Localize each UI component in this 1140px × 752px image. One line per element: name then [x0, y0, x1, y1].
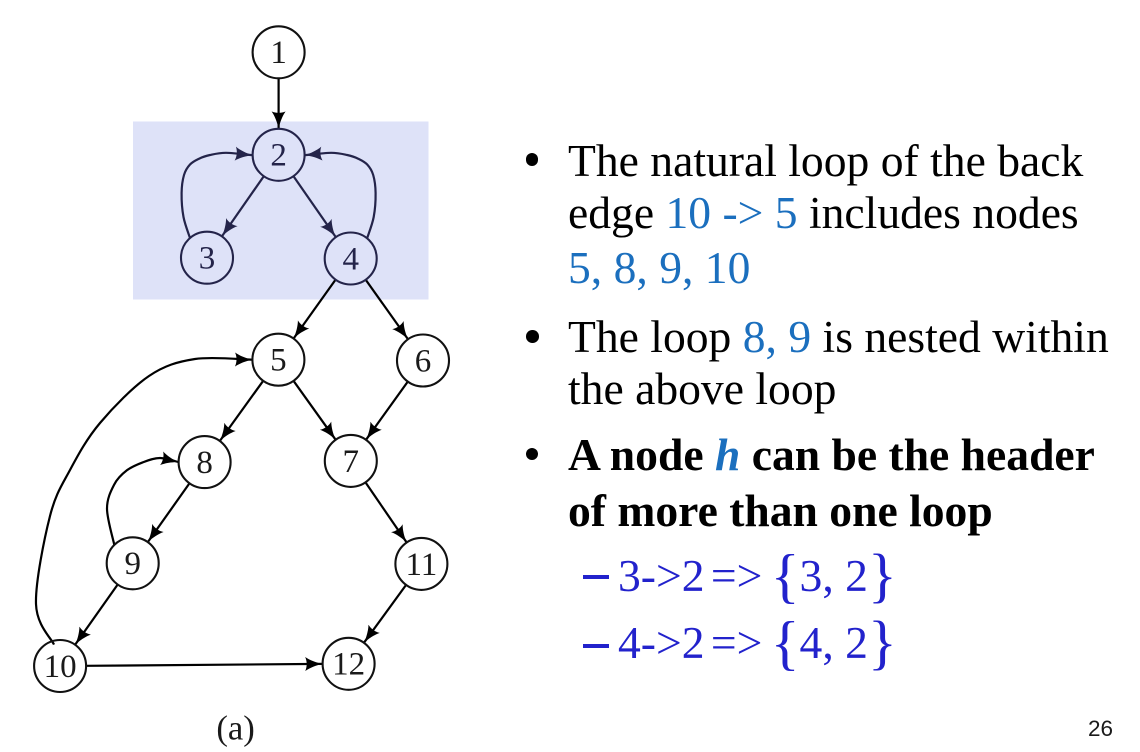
svg-text:8: 8 [196, 445, 213, 481]
svg-text:6: 6 [415, 343, 432, 379]
svg-text:10: 10 [44, 649, 77, 685]
svg-text:5: 5 [270, 343, 287, 379]
svg-text:12: 12 [332, 647, 365, 683]
svg-text:(a): (a) [216, 709, 255, 748]
svg-text:3: 3 [199, 241, 216, 277]
svg-text:9: 9 [124, 546, 141, 582]
svg-text:1: 1 [270, 35, 287, 71]
svg-text:2: 2 [270, 138, 287, 174]
svg-text:4: 4 [342, 241, 359, 277]
svg-text:11: 11 [406, 547, 438, 583]
svg-text:7: 7 [343, 444, 360, 480]
